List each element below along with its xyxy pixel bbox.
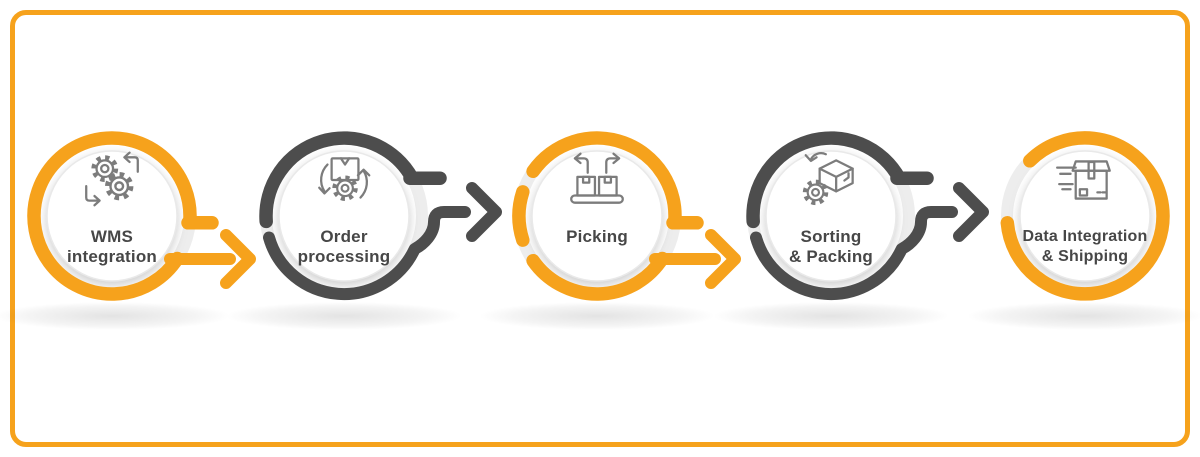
ring-arc-top (746, 131, 906, 229)
arrowhead-icon (953, 182, 989, 242)
box-packing-icon (798, 147, 864, 213)
label-line: Order (320, 227, 368, 246)
label-line: integration (66, 247, 158, 266)
inner-disc (278, 150, 410, 282)
ring-arc-bottom (526, 251, 670, 301)
shipping-box-icon (1052, 147, 1118, 213)
arrowhead-icon (705, 229, 741, 289)
arrowhead-icon (220, 229, 256, 289)
inner-disc (1019, 150, 1151, 282)
label-line: processing (297, 247, 391, 266)
ground-shadows (0, 302, 1200, 330)
arrowhead-icon (466, 182, 502, 242)
arrow-to-data-integration (750, 206, 958, 301)
label-line: Data Integration (1022, 228, 1148, 245)
inner-disc (46, 150, 178, 282)
gears-sync-icon (79, 147, 145, 213)
step-ring-wms-integration (27, 131, 256, 301)
step-ring-data-integration-shipping (1000, 131, 1170, 301)
step-ring-picking (512, 131, 741, 301)
box-gear-refresh-icon (311, 147, 377, 213)
ring-arc (1000, 131, 1170, 301)
inner-disc (531, 150, 663, 282)
ring-arc-top (259, 131, 419, 229)
label-line: Picking (566, 227, 628, 246)
label-line: Sorting (800, 227, 862, 246)
ring-arc (27, 131, 197, 301)
step-label-order-processing: Order processing (256, 227, 432, 267)
conveyor-boxes-icon (564, 147, 630, 213)
step-ring-sorting-packing (746, 131, 989, 301)
step-label-sorting-packing: Sorting & Packing (743, 227, 919, 267)
step-label-data-integration-shipping: Data Integration & Shipping (997, 227, 1173, 267)
step-label-wms-integration: WMS integration (24, 227, 200, 267)
step-ring-order-processing (259, 131, 502, 301)
step-label-picking: Picking (509, 227, 685, 247)
ring-arc-left (512, 185, 530, 247)
ring-arc-top (526, 131, 682, 230)
inner-disc (765, 150, 897, 282)
label-line: & Packing (789, 247, 873, 266)
label-line: WMS (90, 227, 134, 246)
arrow-to-picking (263, 206, 471, 301)
label-line: & Shipping (1041, 248, 1129, 265)
